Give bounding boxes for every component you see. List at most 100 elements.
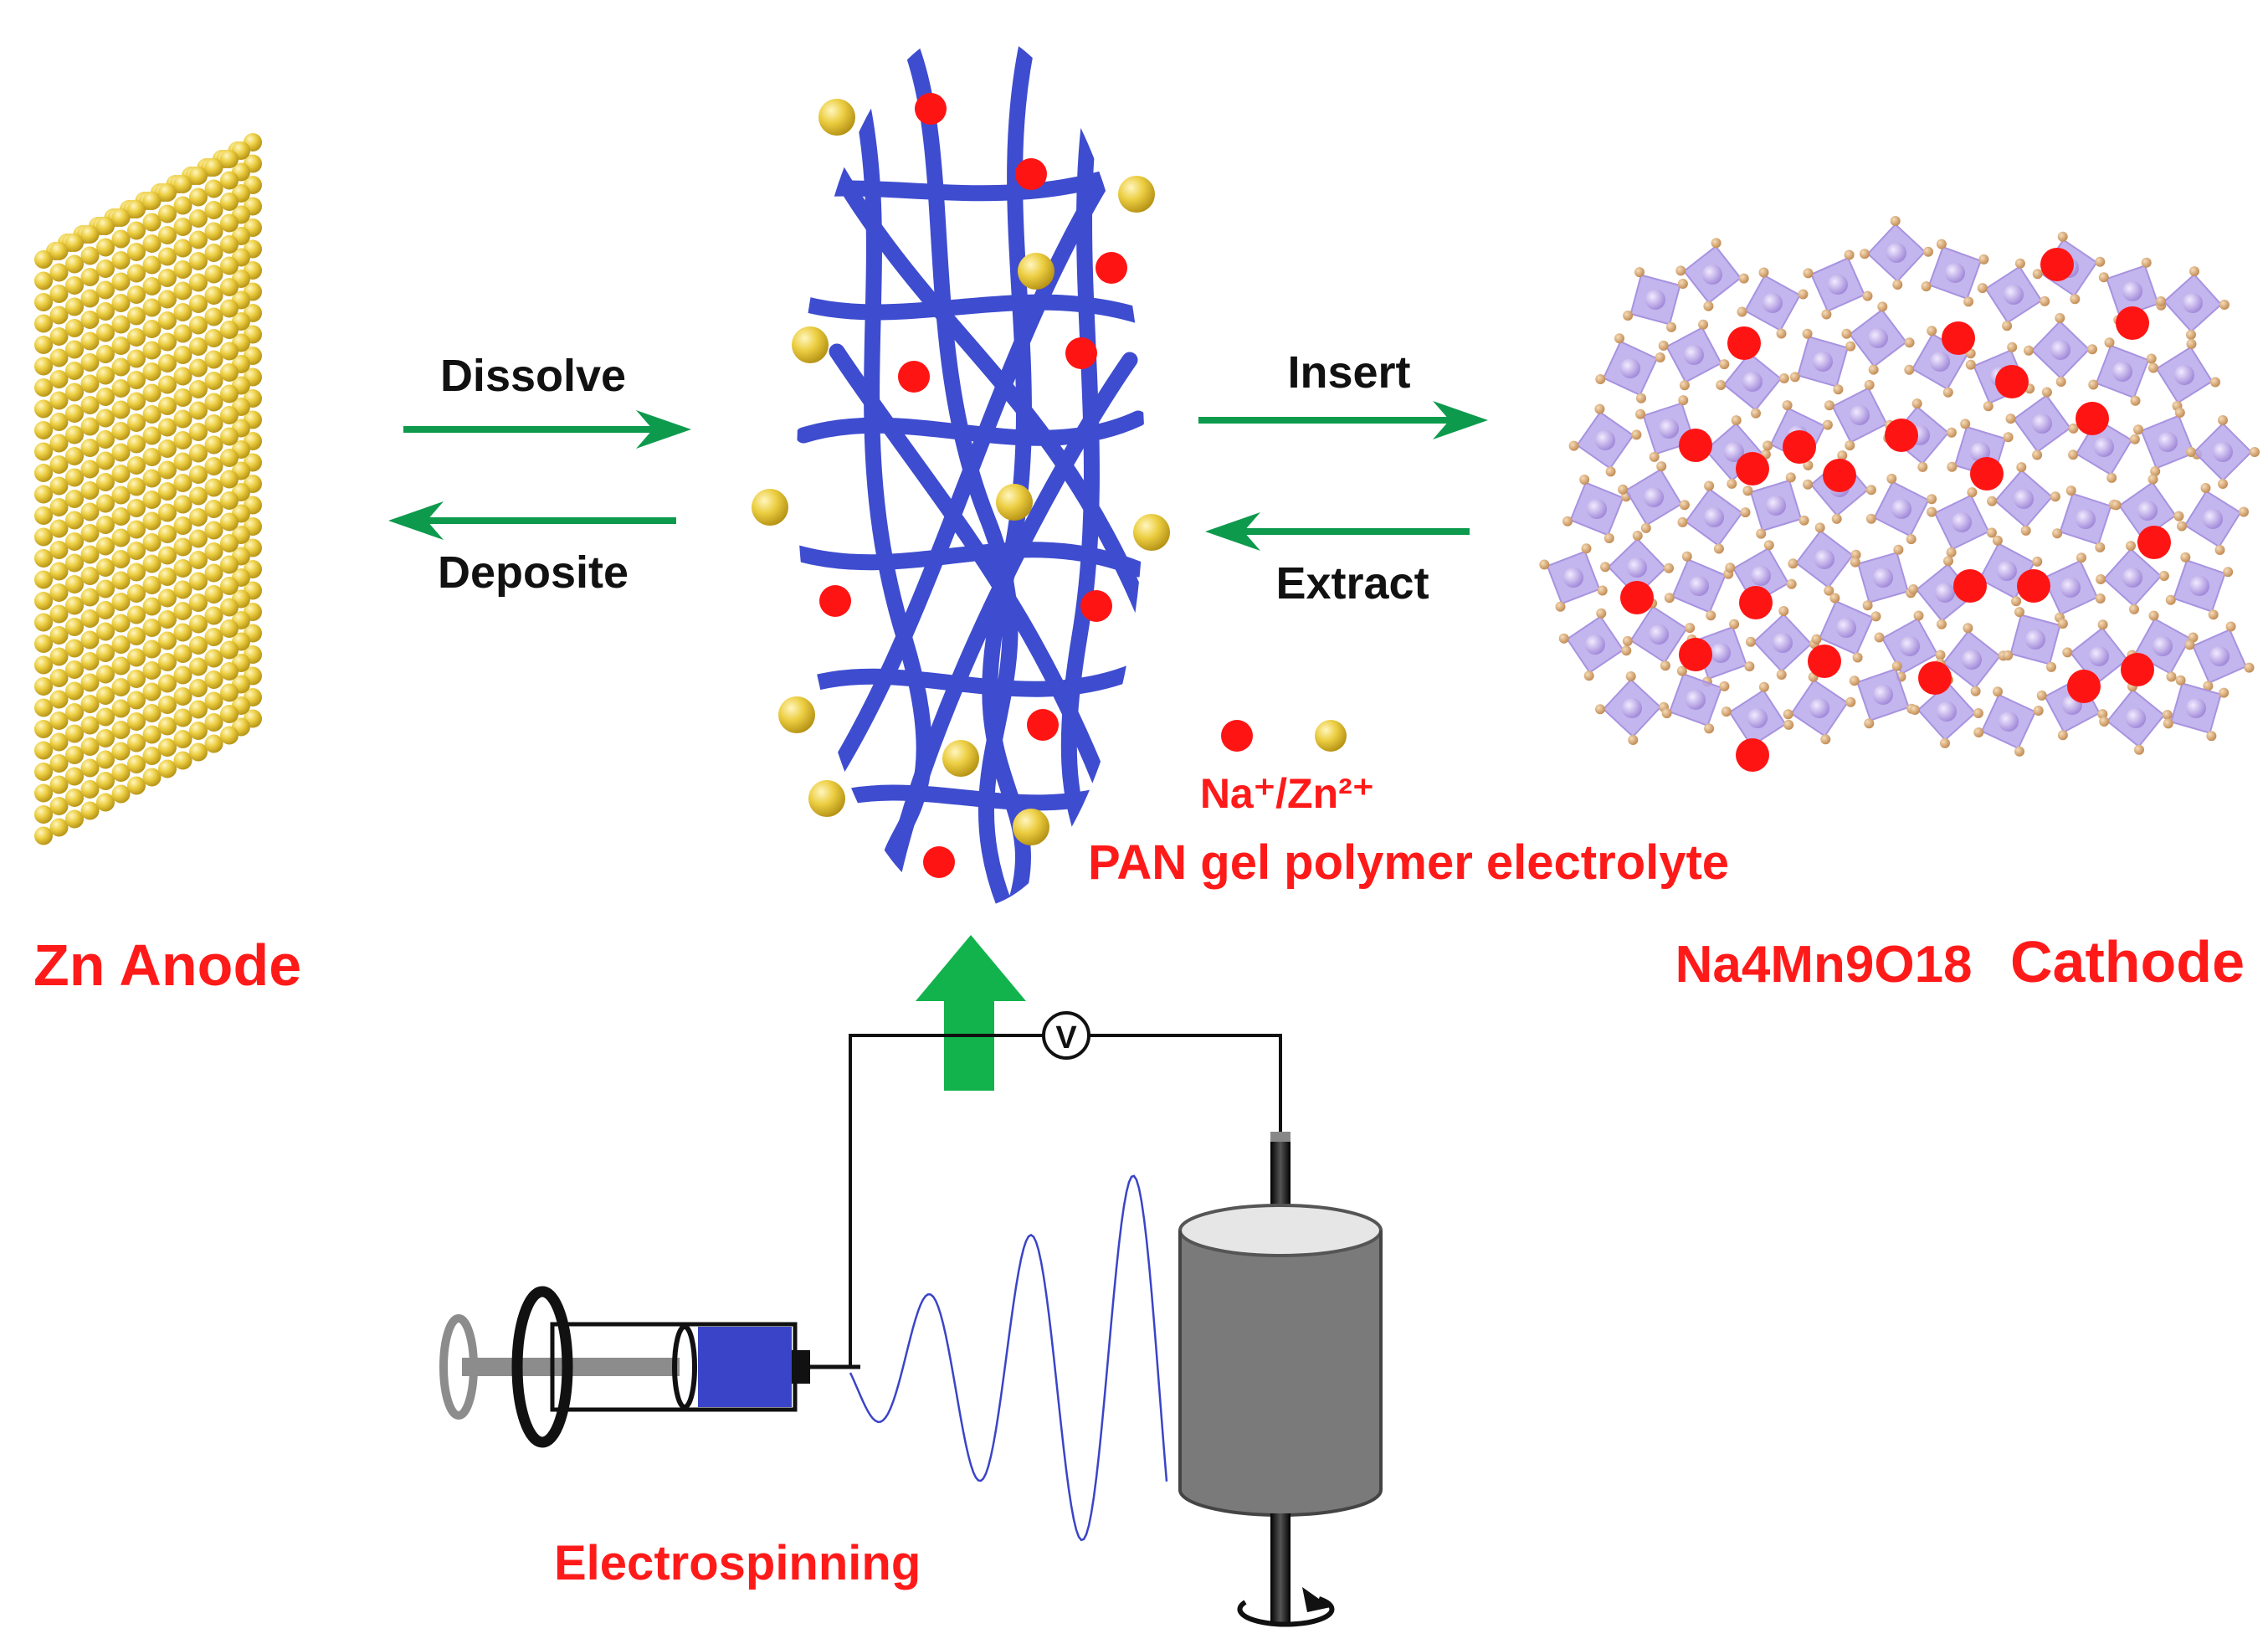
oxygen-atom	[1605, 466, 1616, 477]
manganese-atom	[1704, 507, 1724, 527]
zinc-atom	[96, 537, 115, 556]
oxygen-atom	[1917, 461, 1928, 472]
zinc-ion	[778, 696, 815, 733]
zinc-atom	[142, 725, 162, 744]
zinc-atom	[65, 575, 84, 593]
oxygen-atom	[1656, 461, 1667, 472]
manganese-atom	[1595, 430, 1615, 450]
oxygen-atom	[2003, 432, 2014, 443]
oxygen-atom	[1845, 696, 1856, 707]
oxygen-atom	[1716, 380, 1727, 390]
zinc-atom	[189, 572, 208, 591]
zinc-atom	[173, 474, 192, 492]
oxygen-atom	[1946, 427, 1957, 438]
zinc-ion-icon	[1315, 720, 1347, 752]
zinc-atom	[111, 336, 131, 355]
zinc-atom	[158, 418, 177, 437]
zinc-atom	[34, 763, 53, 781]
zinc-atom	[65, 703, 84, 722]
sodium-ion	[819, 585, 851, 617]
oxygen-atom	[1785, 472, 1796, 483]
zinc-atom	[158, 332, 177, 352]
oxygen-atom	[2087, 344, 2097, 355]
zinc-atom	[49, 647, 69, 666]
manganese-atom	[2089, 646, 2109, 666]
oxygen-atom	[2203, 681, 2214, 691]
zinc-atom	[49, 434, 69, 453]
zinc-atom	[220, 235, 239, 254]
zinc-atom	[65, 681, 84, 701]
manganese-atom	[1997, 561, 2017, 581]
zinc-atom	[127, 691, 146, 710]
oxygen-atom	[1614, 333, 1624, 344]
oxygen-atom	[2173, 511, 2184, 521]
oxygen-atom	[1664, 593, 1675, 604]
zinc-atom	[80, 801, 100, 820]
zinc-atom	[65, 532, 84, 551]
extract-arrow	[1205, 512, 1470, 551]
zinc-atom	[173, 751, 192, 770]
insert-extract-arrows: Insert Extract	[1198, 347, 1488, 609]
zinc-atom	[96, 707, 115, 727]
oxygen-atom	[1943, 556, 1953, 567]
zinc-atom	[96, 451, 115, 470]
polymer-fiber	[797, 293, 1145, 326]
oxygen-atom	[2184, 640, 2195, 650]
oxygen-atom	[1649, 451, 1660, 462]
oxygen-atom	[1675, 265, 1686, 276]
oxygen-atom	[1904, 364, 1915, 375]
oxygen-atom	[1725, 563, 1736, 573]
zinc-atom	[80, 331, 100, 351]
zinc-atom	[96, 238, 115, 257]
oxygen-atom	[1970, 686, 1981, 696]
extract-label: Extract	[1275, 558, 1429, 609]
zinc-atom	[204, 500, 223, 518]
oxygen-atom	[1910, 705, 1921, 715]
oxygen-atom	[1677, 279, 1688, 289]
zinc-atom	[96, 323, 115, 342]
manganese-atom	[1900, 636, 1920, 656]
zinc-atom	[65, 276, 84, 295]
sodium-ion	[1808, 645, 1841, 678]
zinc-atom	[127, 712, 146, 731]
zinc-atom	[204, 478, 223, 497]
zinc-atom	[204, 713, 223, 732]
oxygen-atom	[1913, 610, 1924, 621]
zinc-atom	[34, 399, 53, 419]
dissolve-label: Dissolve	[440, 351, 626, 401]
zinc-atom	[204, 201, 223, 219]
zinc-atom	[65, 447, 84, 465]
zinc-atom	[142, 405, 162, 424]
oxygen-atom	[2223, 567, 2234, 578]
zinc-atom	[173, 623, 192, 642]
zinc-atom	[142, 213, 162, 232]
zinc-atom	[80, 268, 100, 286]
zinc-atom	[204, 649, 223, 668]
zinc-atom	[111, 400, 131, 419]
oxygen-atom	[2165, 594, 2176, 605]
manganese-atom	[1585, 634, 1605, 655]
oxygen-atom	[2088, 379, 2099, 390]
oxygen-atom	[2032, 449, 2043, 460]
zinc-atom	[80, 630, 100, 650]
zinc-atom	[220, 427, 239, 446]
zinc-atom	[173, 602, 192, 620]
oxygen-atom	[2095, 542, 2106, 552]
oxygen-atom	[2206, 731, 2217, 742]
zinc-atom	[220, 726, 239, 745]
zinc-atom	[204, 307, 223, 326]
sodium-ion	[1783, 430, 1816, 464]
sodium-ion	[1736, 738, 1769, 772]
zinc-atom	[220, 150, 239, 168]
zinc-atom	[127, 563, 146, 582]
zinc-atom	[173, 580, 192, 599]
zinc-atom	[34, 527, 53, 547]
zinc-atom	[127, 670, 146, 688]
zinc-atom	[158, 503, 177, 522]
manganese-atom	[2203, 509, 2223, 529]
zinc-atom	[158, 759, 177, 778]
oxygen-atom	[1936, 239, 1947, 249]
zinc-atom	[127, 456, 146, 475]
zinc-atom	[34, 570, 53, 589]
zinc-atom	[204, 628, 223, 646]
